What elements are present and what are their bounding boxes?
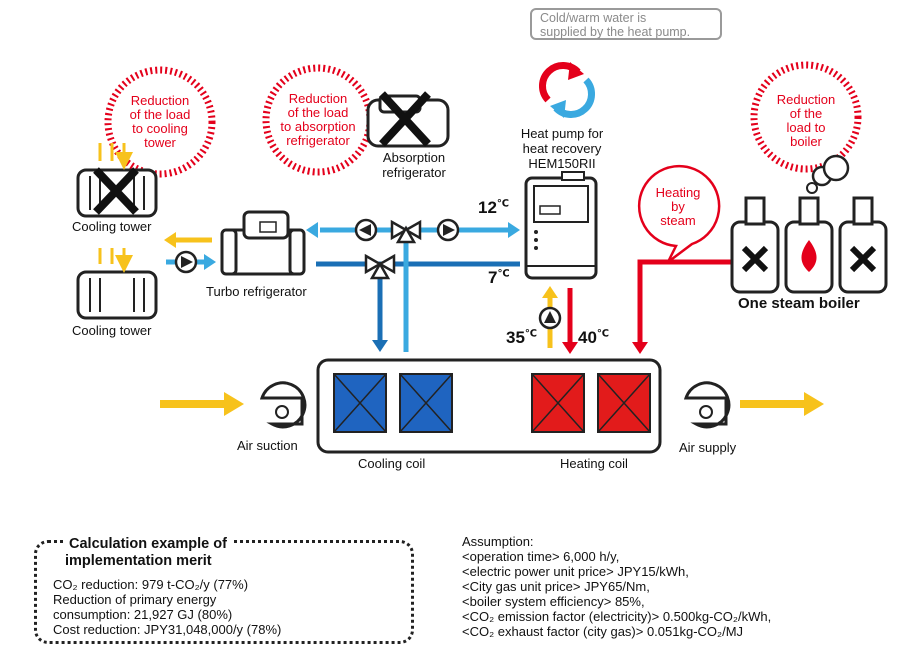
cross-icon [93,167,139,215]
merit-title-line1: Calculation example of [65,536,231,552]
valve-icon [390,219,422,244]
heat-pump-icon [524,171,598,280]
assumption-block: Assumption: <operation time> 6,000 h/y, … [462,534,771,639]
boiler-icon [730,196,780,294]
temp-12: 12℃ [478,198,510,217]
assumption-line: <City gas unit price> JPY65/Nm, [462,579,650,594]
turbo-refrigerator-label: Turbo refrigerator [206,284,307,299]
pump-icon [436,218,460,242]
speech-bubble [637,164,721,263]
flame-icon [801,240,817,272]
pump-icon [538,306,562,330]
assumption-line: <electric power unit price> JPY15/kWh, [462,564,689,579]
valve-icon [364,253,396,280]
air-suction-label: Air suction [237,438,298,453]
temp-7: 7℃ [488,268,510,287]
burst-cooling-tower [104,66,216,178]
turbo-refrigerator-icon [220,210,306,276]
heating-coil-label: Heating coil [560,456,628,471]
merit-cost: Cost reduction: JPY31,048,000/y (78%) [53,622,282,637]
merit-title-line2: implementation merit [65,553,212,569]
cooling-coil-label: Cooling coil [358,456,426,471]
assumption-line: <CO₂ emission factor (electricity)> 0.50… [462,609,772,624]
pump-icon [354,218,378,242]
boiler-icon [838,196,888,294]
cross-icon [379,91,431,147]
pump-icon [174,250,198,274]
burst-boiler [750,61,862,173]
cooling-tower-1-label: Cooling tower [72,219,152,234]
refresh-icon [539,62,595,118]
fan-icon [683,381,731,429]
merit-primary-1: Reduction of primary energy [53,592,217,607]
temp-35: 35℃ [506,328,538,347]
heating-coil [531,373,651,433]
cooling-tower-icon [76,143,158,218]
assumption-line: <boiler system efficiency> 85%, [462,594,645,609]
merit-box: Calculation example of implementation me… [34,536,414,644]
merit-primary-2: consumption: 21,927 GJ (80%) [53,607,233,622]
assumption-line: <CO₂ exhaust factor (city gas)> 0.051kg-… [462,624,744,639]
air-supply-label: Air supply [679,440,737,455]
assumption-title: Assumption: [462,534,534,549]
cooling-coil [333,373,453,433]
fan-icon [259,381,307,429]
merit-co2: CO₂ reduction: 979 t-CO₂/y (77%) [53,577,249,592]
heat-pump-callout: Cold/warm water is supplied by the heat … [530,8,722,40]
cooling-tower-2-label: Cooling tower [72,323,152,338]
assumption-line: <operation time> 6,000 h/y, [462,549,620,564]
boiler-icon [784,196,834,294]
cloud-icon [806,154,850,194]
cooling-tower-icon [76,248,158,320]
temp-40: 40℃ [578,328,610,347]
one-steam-boiler-label: One steam boiler [738,295,860,312]
